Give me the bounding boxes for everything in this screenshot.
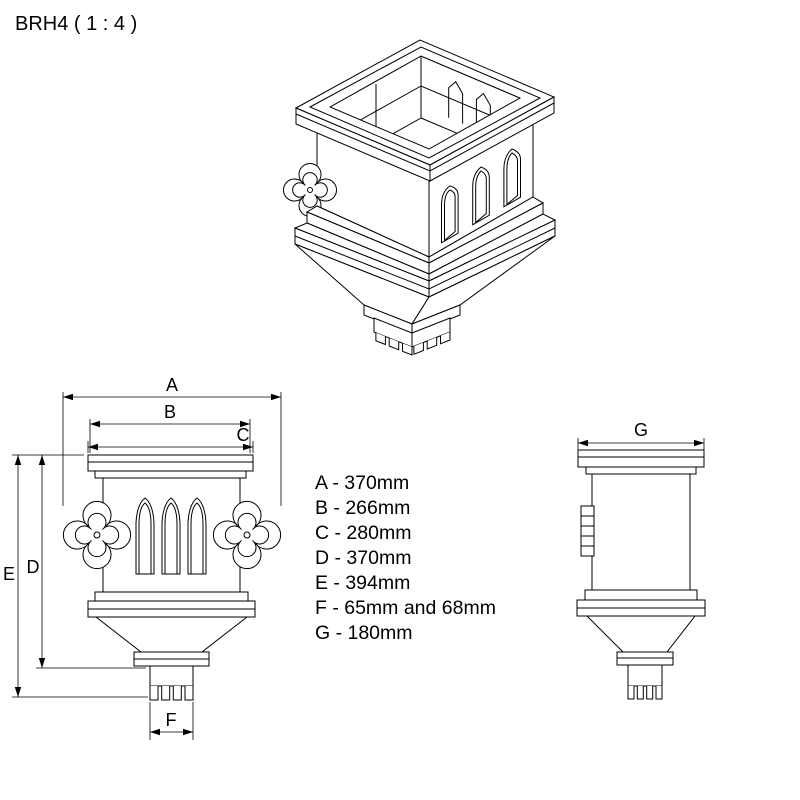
front-window-3-inner — [190, 502, 204, 575]
iso-collar-band2-line — [294, 227, 556, 290]
front-window-1 — [135, 497, 155, 575]
front-window-2-inner — [164, 502, 178, 575]
iso-spigot-tooth — [413, 342, 424, 356]
front-spigot-tooth — [149, 686, 159, 701]
iso-window-2-inner — [475, 170, 487, 224]
iso-window-1 — [441, 185, 459, 244]
side-cornice-strip — [584, 589, 698, 601]
iso-spigot-tooth — [388, 338, 400, 351]
dim-d-arrow — [38, 455, 46, 465]
iso-window-1-inner — [444, 189, 456, 242]
front-ear-right-hole — [243, 531, 251, 539]
dim-f-arrow — [183, 728, 193, 736]
front-window-1-inner — [138, 502, 152, 575]
iso-window-3-inner — [506, 152, 518, 206]
iso-spigot-tooth — [375, 332, 386, 346]
dim-a-extension — [62, 392, 282, 506]
dim-d-extension — [36, 454, 146, 669]
iso-top-rim-step — [308, 46, 542, 159]
dim-label-c: C — [237, 425, 250, 445]
dim-a-arrow — [63, 393, 73, 401]
side-spigot-tooth — [636, 686, 644, 700]
front-quatrefoil-right-inner — [224, 512, 270, 558]
iso-outlet-ring-right — [411, 304, 461, 335]
dim-f-arrow — [150, 728, 160, 736]
side-view — [576, 449, 706, 700]
dim-e-extension — [12, 454, 148, 698]
iso-spigot-tooth — [440, 332, 451, 345]
side-taper — [585, 615, 697, 653]
dim-a-arrow — [271, 393, 281, 401]
dim-b-arrow — [90, 420, 100, 428]
dim-b-arrow — [240, 420, 250, 428]
dimension-list-item: C - 280mm — [315, 522, 411, 544]
dim-e-arrow — [14, 687, 22, 697]
drawing-title: BRH4 ( 1 : 4 ) — [15, 13, 137, 35]
dimension-list-item: A - 370mm — [315, 472, 409, 494]
dimension-list-item: E - 394mm — [315, 572, 410, 594]
dimension-list: A - 370mm B - 266mm C - 280mm D - 370mm … — [315, 472, 496, 644]
dim-e-arrow — [14, 455, 22, 465]
side-spigot-tooth — [646, 686, 654, 700]
front-ear-left-hole — [93, 531, 101, 539]
iso-inner-lancet-1 — [448, 80, 464, 124]
front-taper — [94, 616, 249, 653]
front-cornice-strip — [94, 591, 249, 602]
front-window-3 — [187, 497, 207, 575]
dimension-list-item: D - 370mm — [315, 547, 411, 569]
front-quatrefoil-left-inner — [74, 512, 120, 558]
dim-label-f: F — [166, 710, 177, 730]
front-spigot-tooth — [184, 686, 194, 701]
front-spigot-tooth — [172, 686, 182, 701]
side-spigot-tooth — [655, 686, 663, 700]
front-rim — [87, 454, 254, 472]
side-ear-ribs — [581, 515, 594, 547]
side-rim-substep — [585, 466, 697, 475]
iso-quatrefoil-ear-inner — [292, 172, 328, 208]
front-spigot-tooth — [161, 686, 171, 701]
iso-spigot-tooth — [402, 343, 413, 356]
dim-label-b: B — [164, 402, 176, 422]
dim-g-arrow — [694, 439, 704, 447]
iso-rim-band-step — [295, 102, 555, 172]
iso-window-2 — [472, 166, 490, 226]
front-spigot — [149, 665, 194, 687]
side-body — [591, 473, 691, 591]
dim-g-extension — [577, 438, 705, 450]
dimension-list-item: B - 266mm — [315, 497, 410, 519]
dim-label-e: E — [3, 564, 15, 584]
dimension-list-item: G - 180mm — [315, 622, 413, 644]
dim-c-arrow — [243, 443, 253, 451]
front-view — [62, 454, 282, 701]
dim-d-arrow — [38, 658, 46, 668]
dimension-list-item: F - 65mm and 68mm — [315, 597, 496, 619]
iso-rim-band-right — [429, 96, 555, 182]
isometric-view — [283, 39, 557, 356]
dimension-annotations: A B C D E F G — [3, 375, 705, 740]
dim-label-d: D — [27, 557, 40, 577]
iso-window-3 — [503, 148, 521, 208]
dim-g-arrow — [578, 439, 588, 447]
side-spigot — [627, 664, 663, 687]
front-window-2 — [161, 497, 181, 575]
iso-ear-center-hole — [307, 187, 313, 193]
dim-f-extension — [149, 702, 194, 740]
side-rim — [577, 449, 705, 468]
iso-spigot-tooth — [426, 337, 438, 350]
front-rim-substep — [94, 470, 247, 479]
dim-label-a: A — [166, 375, 178, 395]
side-ear-edge — [580, 505, 595, 557]
dim-c-arrow — [88, 443, 98, 451]
side-spigot-tooth — [627, 686, 635, 700]
dim-label-g: G — [634, 420, 648, 440]
